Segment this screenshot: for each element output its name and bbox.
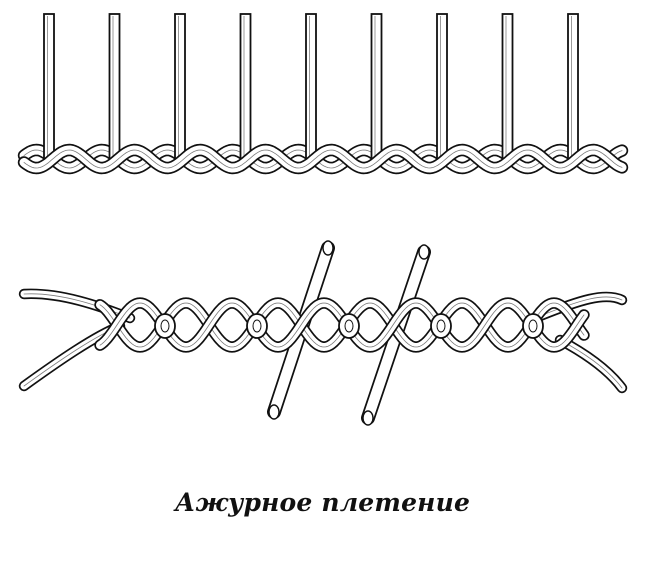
stake-end [522, 313, 544, 339]
stake [239, 13, 252, 165]
stake-end [430, 313, 452, 339]
weaver-front [17, 143, 629, 175]
figure-caption: Ажурное плетение [174, 488, 471, 517]
stake [43, 13, 55, 165]
weaver-back [17, 143, 629, 175]
side-strand [554, 334, 628, 394]
stake-end [154, 313, 176, 339]
stake [370, 13, 383, 165]
stake-end [246, 313, 268, 339]
stake [174, 13, 186, 165]
openwork-twist-row [18, 240, 628, 426]
stake-end [338, 313, 360, 339]
stake [567, 13, 579, 165]
stake [501, 13, 514, 165]
stake [108, 13, 121, 165]
twined-weave-row [17, 13, 629, 175]
stake [436, 13, 448, 165]
side-strand [534, 291, 628, 322]
stake [305, 13, 317, 165]
